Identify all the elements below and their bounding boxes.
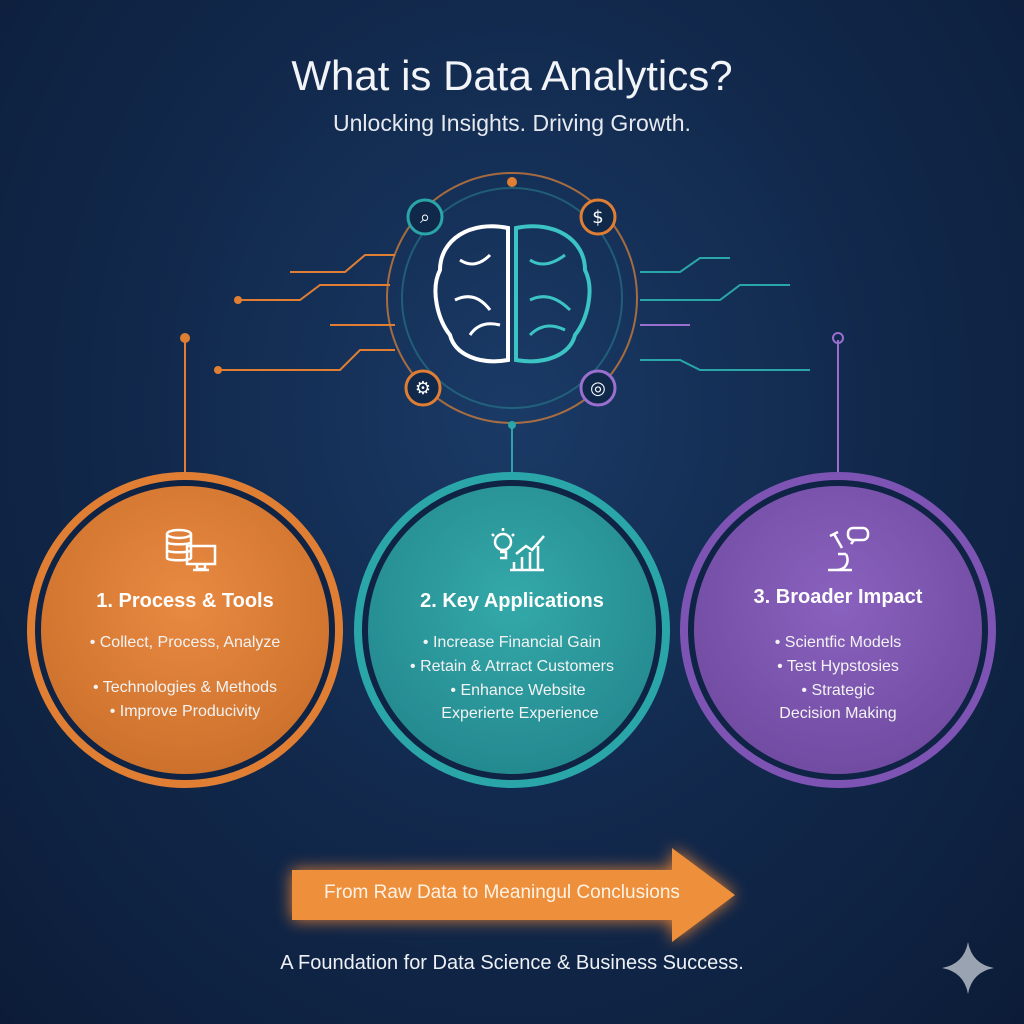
brain-icon <box>433 224 592 364</box>
bullet: • Test Hypstosies <box>777 658 899 675</box>
card-title: 2. Key Applications <box>420 590 604 612</box>
bullet: • Collect, Process, Analyze <box>89 634 281 651</box>
page-subtitle: Unlocking Insights. Driving Growth. <box>333 110 691 136</box>
bullet: • Strategic <box>801 682 875 699</box>
svg-text:⚙: ⚙ <box>415 378 431 399</box>
lightbulb-chart-icon <box>491 528 545 572</box>
database-computer-icon <box>165 528 217 572</box>
bullet: • Retain & Atrract Customers <box>410 658 614 675</box>
gear-icon <box>404 369 442 407</box>
bullet: Decision Making <box>779 705 897 722</box>
bullet: • Increase Financial Gain <box>422 634 602 651</box>
sparkle-icon <box>942 942 994 994</box>
page-title: What is Data Analytics? <box>291 52 733 99</box>
arrow-label: From Raw Data to Meaningul Conclusions <box>324 882 680 903</box>
bullet: Experierte Experience <box>441 705 599 722</box>
microscope-icon <box>828 526 870 572</box>
bullet: • Enhance Website <box>450 682 586 699</box>
bullet: • Improve Producivity <box>109 703 261 720</box>
card-title: 3. Broader Impact <box>753 586 923 608</box>
dollar-icon <box>579 198 617 236</box>
bullet: • Technologies & Methods <box>92 679 278 696</box>
svg-text:⌕: ⌕ <box>420 207 430 228</box>
target-icon <box>579 369 617 407</box>
card-key-applications: 2. Key Applications • Increase Financial… <box>354 472 670 788</box>
svg-text:$: $ <box>592 207 603 228</box>
search-icon <box>406 198 444 236</box>
card-broader-impact: 3. Broader Impact • Scientfic Models • T… <box>680 472 996 788</box>
footer-text: A Foundation for Data Science & Business… <box>280 952 744 974</box>
arrow-shape <box>292 848 735 942</box>
card-process-tools: 1. Process & Tools • Collect, Process, A… <box>27 472 343 788</box>
bullet: • Scientfic Models <box>774 634 902 651</box>
card-title: 1. Process & Tools <box>96 590 274 612</box>
svg-text:◎: ◎ <box>590 378 606 399</box>
